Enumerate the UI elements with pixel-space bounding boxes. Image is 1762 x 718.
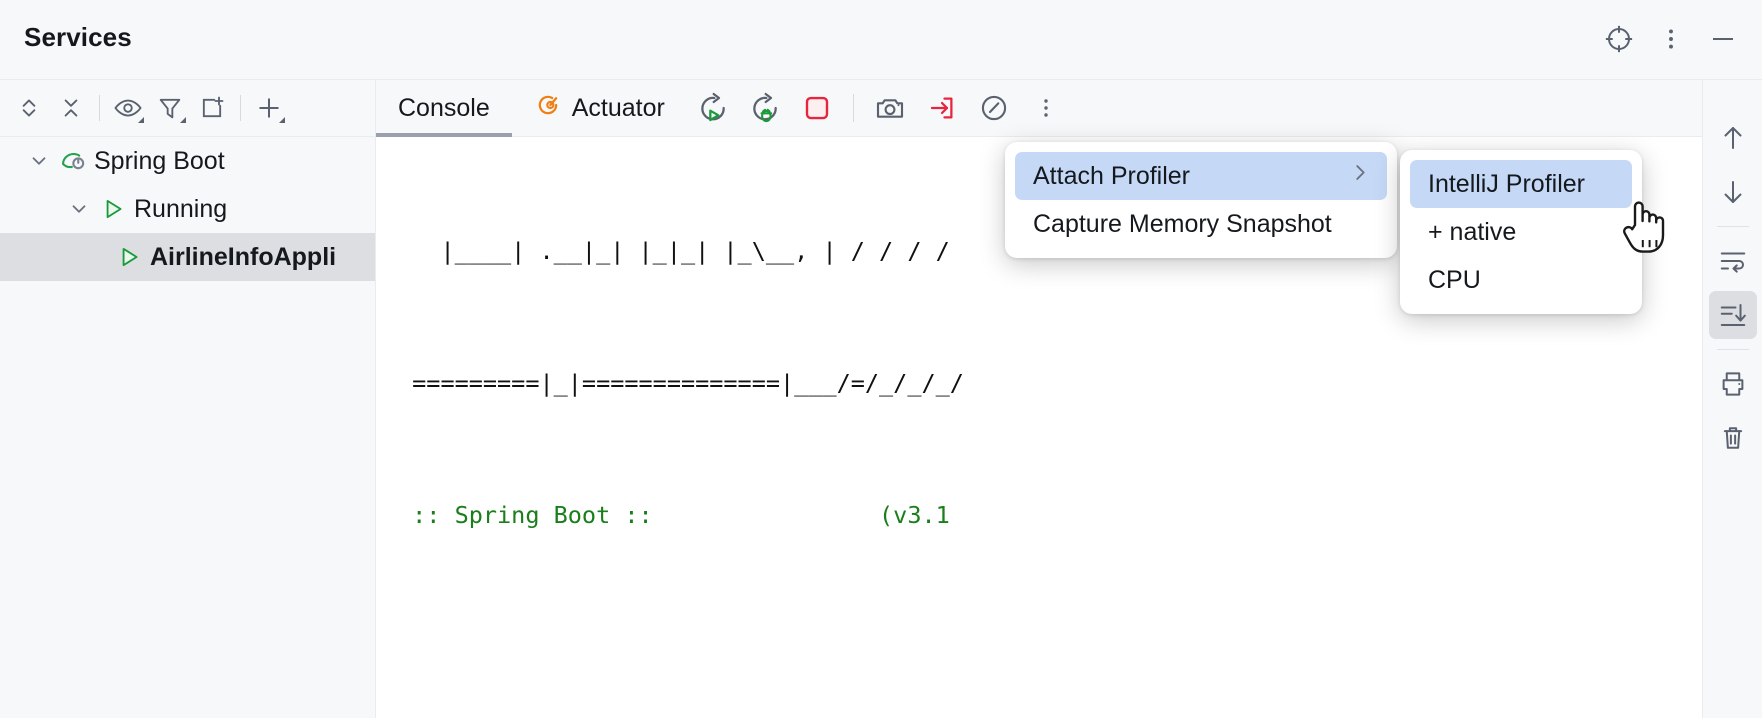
page-title: Services xyxy=(24,22,132,52)
menu-item-label: Attach Profiler xyxy=(1033,161,1191,190)
actuator-icon xyxy=(534,91,562,126)
chevron-right-icon xyxy=(1349,162,1371,191)
spring-boot-icon xyxy=(56,147,90,175)
more-vertical-icon[interactable] xyxy=(1023,85,1069,131)
menu-item-native[interactable]: + native xyxy=(1410,208,1632,256)
run-icon xyxy=(112,244,146,270)
menu-item-cpu[interactable]: CPU xyxy=(1410,256,1632,304)
filter-icon[interactable] xyxy=(149,87,191,129)
toolbar-divider xyxy=(99,95,100,121)
eye-icon[interactable] xyxy=(107,87,149,129)
plus-icon[interactable] xyxy=(248,87,290,129)
titlebar: Services xyxy=(0,0,1762,80)
tree-item-label: Running xyxy=(134,194,228,223)
menu-item-intellij-profiler[interactable]: IntelliJ Profiler xyxy=(1410,160,1632,208)
toolbar-divider xyxy=(240,95,241,121)
gutter-divider xyxy=(1716,349,1749,350)
menu-item-attach-profiler[interactable]: Attach Profiler xyxy=(1015,152,1387,200)
run-icon xyxy=(96,196,130,222)
print-icon[interactable] xyxy=(1709,360,1757,408)
tab-bar: Console Actuator xyxy=(376,80,1762,137)
add-tab-icon[interactable] xyxy=(191,87,233,129)
menu-item-label: IntelliJ Profiler xyxy=(1428,169,1585,198)
up-arrow-icon[interactable] xyxy=(1709,114,1757,162)
profiler-icon[interactable] xyxy=(971,85,1017,131)
chevron-down-icon[interactable] xyxy=(22,150,56,172)
tab-label: Actuator xyxy=(571,93,665,122)
services-sidebar: Spring Boot Running xyxy=(0,80,376,718)
sidebar-toolbar xyxy=(0,80,375,137)
soft-wrap-icon[interactable] xyxy=(1709,237,1757,285)
console-gutter-toolbar xyxy=(1702,80,1762,718)
attach-profiler-submenu: IntelliJ Profiler + native CPU xyxy=(1400,150,1642,314)
tree-item-airline-info-application[interactable]: AirlineInfoAppli xyxy=(0,233,375,281)
tree-item-label: AirlineInfoAppli xyxy=(150,242,337,271)
camera-icon[interactable] xyxy=(867,85,913,131)
export-icon[interactable] xyxy=(919,85,965,131)
services-tree: Spring Boot Running xyxy=(0,137,375,281)
tree-item-label: Spring Boot xyxy=(94,146,225,175)
scroll-to-end-icon[interactable] xyxy=(1708,291,1757,339)
chevron-down-icon xyxy=(279,117,285,123)
menu-item-label: CPU xyxy=(1428,265,1481,294)
console-banner-line: |____| .__|_| |_|_| |_\__, | / / / / xyxy=(398,237,950,265)
active-tab-indicator xyxy=(376,132,512,137)
expand-collapse-icon[interactable] xyxy=(8,87,50,129)
minimize-icon[interactable] xyxy=(1700,16,1746,62)
rerun-icon[interactable] xyxy=(690,85,736,131)
titlebar-actions xyxy=(1596,16,1746,62)
menu-item-capture-memory-snapshot[interactable]: Capture Memory Snapshot xyxy=(1015,200,1387,248)
gutter-divider xyxy=(1716,226,1749,227)
trash-icon[interactable] xyxy=(1709,414,1757,462)
chevron-down-icon xyxy=(180,117,186,123)
more-vertical-icon[interactable] xyxy=(1648,16,1694,62)
target-icon[interactable] xyxy=(1596,16,1642,62)
console-blank-line xyxy=(376,625,1702,671)
toolbar-divider xyxy=(852,94,854,122)
tab-console[interactable]: Console xyxy=(376,80,512,137)
chevron-down-icon xyxy=(138,117,144,123)
tab-actuator[interactable]: Actuator xyxy=(512,80,687,137)
stop-icon[interactable] xyxy=(794,85,840,131)
down-arrow-icon[interactable] xyxy=(1709,168,1757,216)
tab-label: Console xyxy=(398,93,490,122)
menu-item-label: Capture Memory Snapshot xyxy=(1033,209,1332,238)
console-banner-line: =========|_|==============|___/=/_/_/_/ xyxy=(398,369,964,397)
profiler-context-menu: Attach Profiler Capture Memory Snapshot xyxy=(1005,142,1397,258)
collapse-all-icon[interactable] xyxy=(50,87,92,129)
rerun-debug-icon[interactable] xyxy=(742,85,788,131)
chevron-down-icon[interactable] xyxy=(62,198,96,220)
console-banner-line: :: Spring Boot :: (v3.1 xyxy=(398,501,950,529)
mouse-cursor xyxy=(1620,196,1672,263)
tree-item-spring-boot[interactable]: Spring Boot xyxy=(0,137,375,185)
menu-item-label: + native xyxy=(1428,217,1517,246)
tree-item-running[interactable]: Running xyxy=(0,185,375,233)
